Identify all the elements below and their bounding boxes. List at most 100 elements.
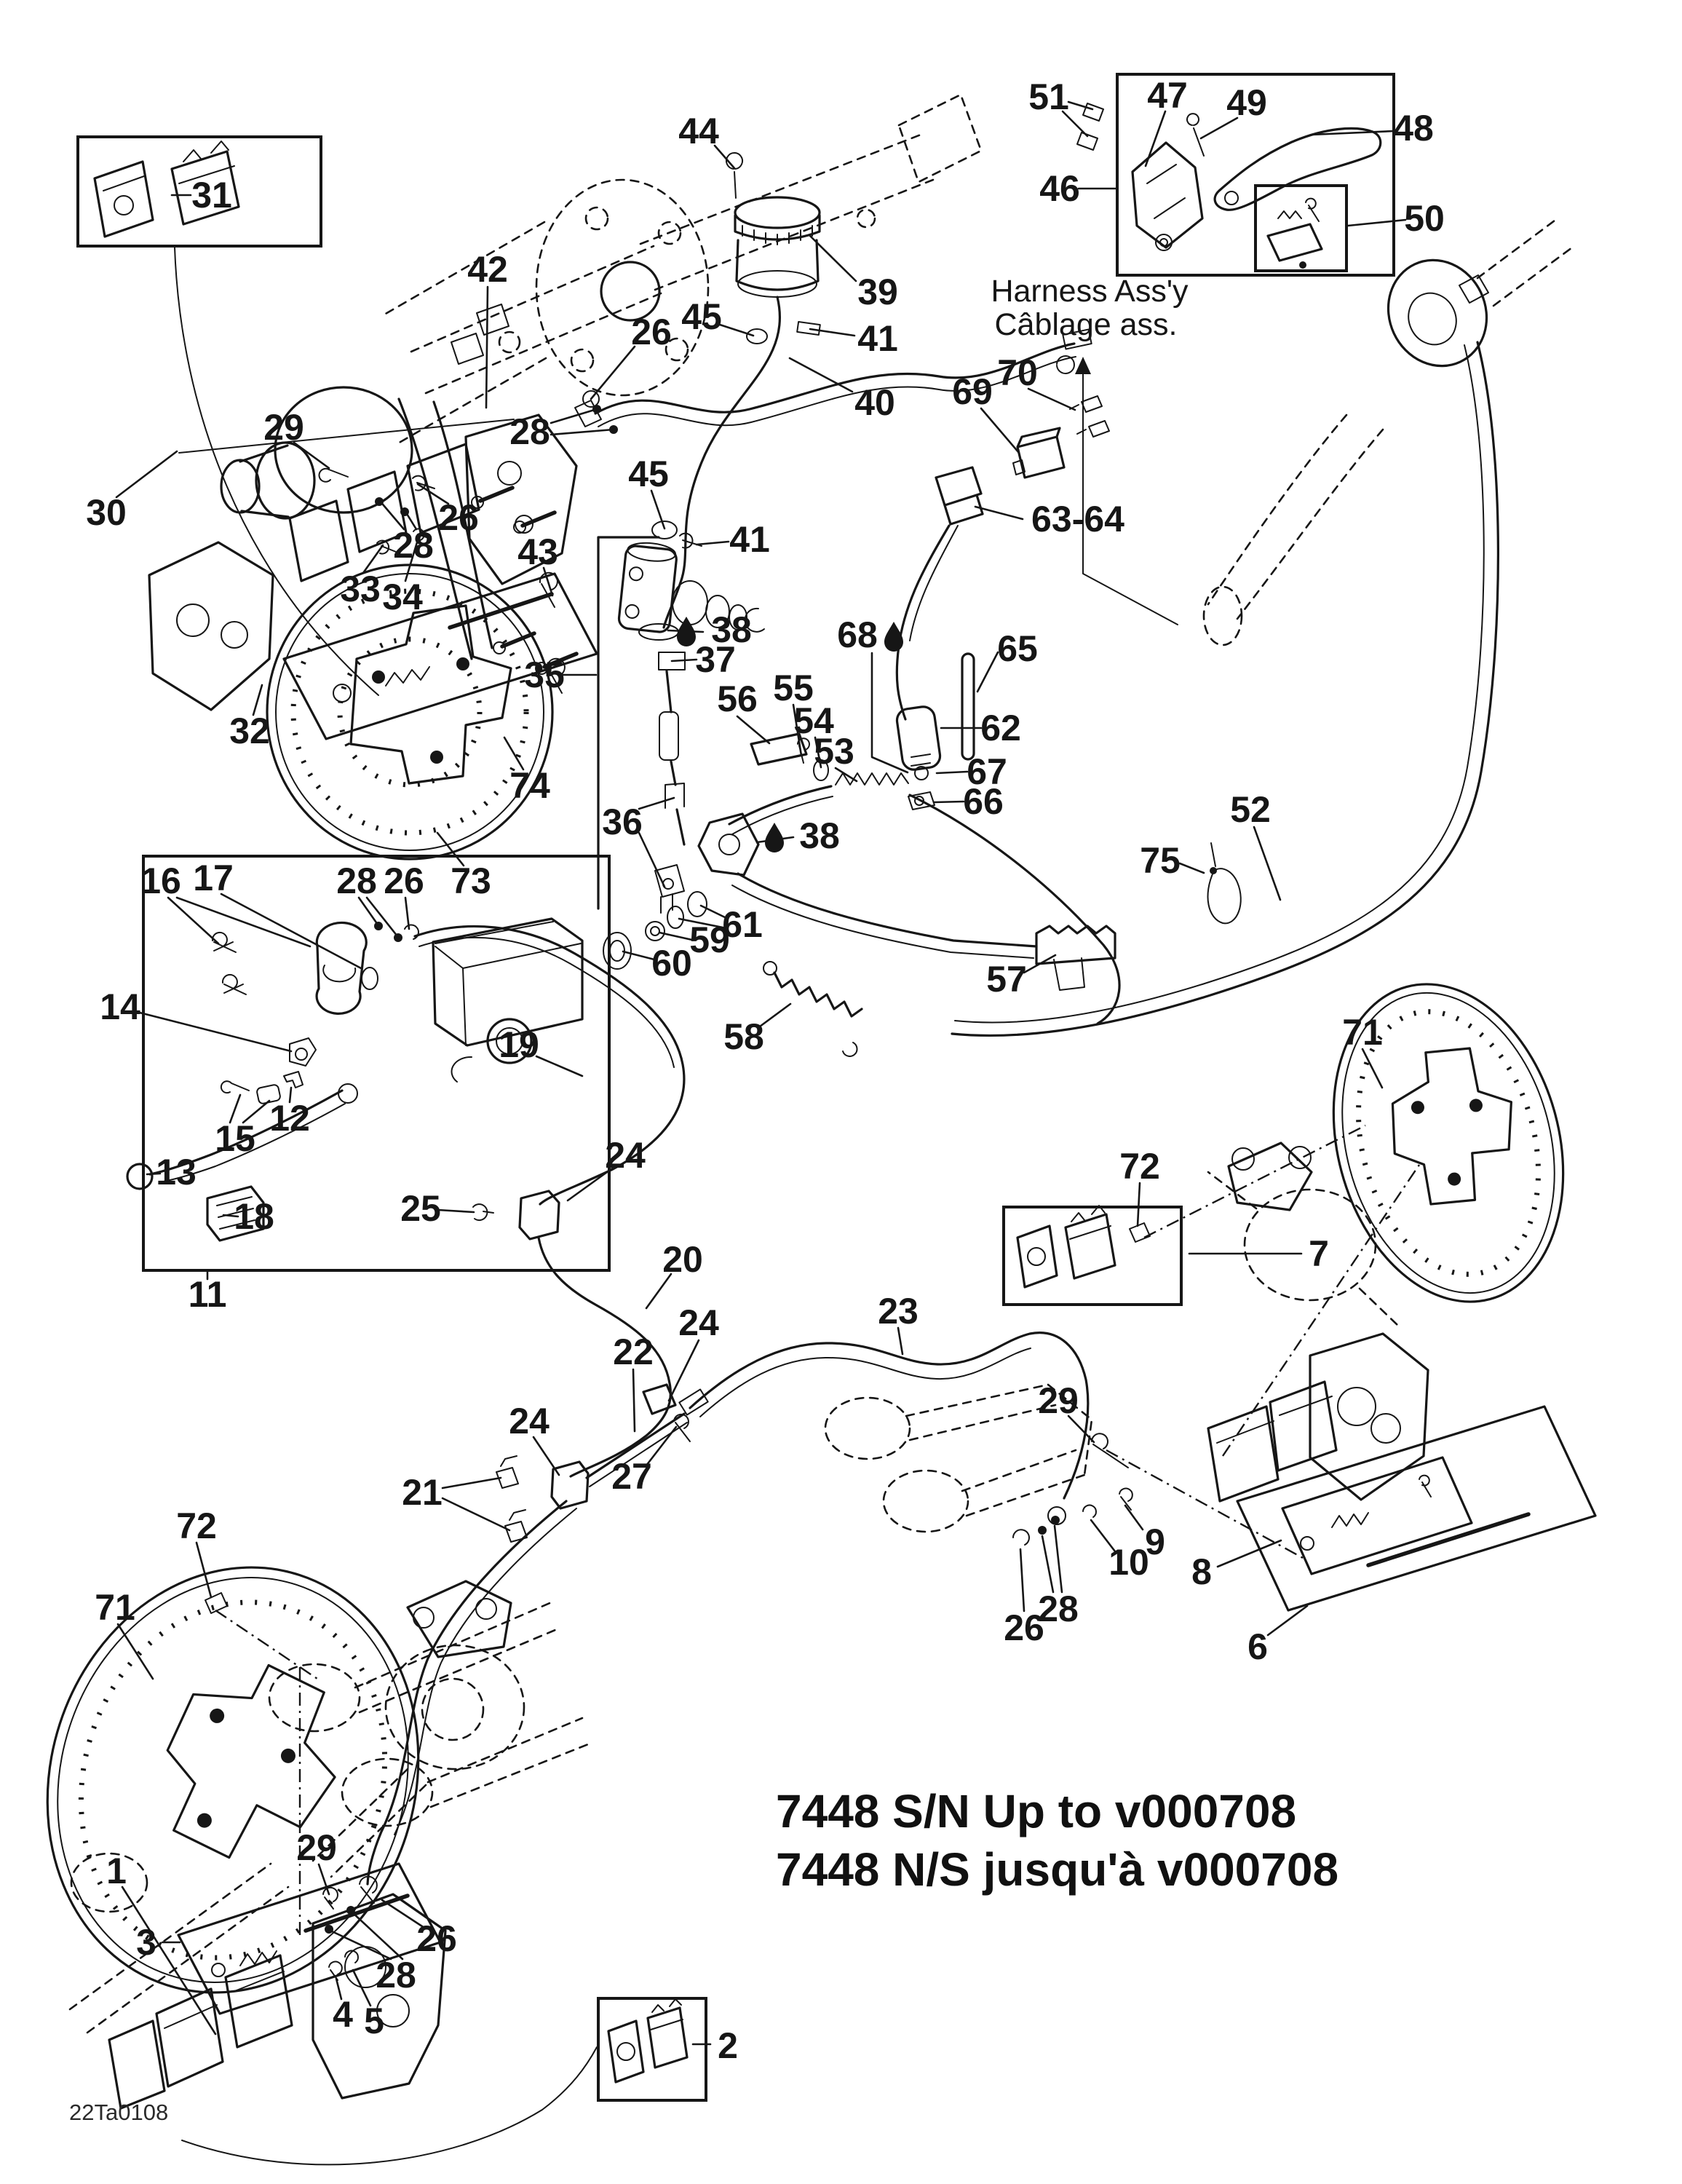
part-number-label: 50 [1404, 198, 1445, 239]
part-callout-27: 27 [611, 1425, 678, 1497]
part-callout-52: 52 [1230, 789, 1282, 901]
part-number-label: 28 [393, 525, 434, 566]
part-number-label: 26 [384, 860, 424, 901]
part-number-label: 41 [729, 519, 770, 560]
part-callout-23: 23 [878, 1291, 919, 1356]
part-number-label: 12 [269, 1098, 310, 1139]
lubricant-drop-icon [765, 823, 784, 852]
part-callout-21: 21 [402, 1472, 511, 1532]
part-callout-13: 13 [146, 1152, 197, 1192]
part-callout-55: 55 [773, 668, 814, 757]
part-number-label: 21 [402, 1472, 443, 1513]
part-number-label: 11 [189, 1274, 227, 1315]
handlebar-grip-and-cable [951, 217, 1574, 1037]
part-callout-59: 59 [658, 919, 730, 960]
part-number-label: 29 [1038, 1380, 1079, 1421]
part-number-label: 5 [364, 2001, 384, 2041]
part-number-label: 4 [333, 1994, 353, 2035]
part-callout-47: 47 [1144, 75, 1188, 167]
part-number-label: 69 [952, 371, 993, 412]
part-number-label: 30 [86, 492, 127, 533]
part-callout-29: 29 [1038, 1380, 1095, 1444]
part-callout-17: 17 [193, 858, 362, 970]
part-callout-41: 41 [809, 318, 898, 359]
part-number-label: 67 [967, 751, 1007, 792]
rear-wheel-group [1002, 983, 1597, 1612]
part-callout-68: 68 [837, 614, 909, 774]
inset-box-rear-pads-31 [76, 135, 379, 696]
part-number-label: 27 [611, 1456, 652, 1497]
part-number-label: 1 [106, 1851, 127, 1891]
part-callout-51: 51 [1028, 76, 1094, 138]
part-callout-6: 6 [1247, 1605, 1309, 1667]
part-number-label: 47 [1147, 75, 1188, 116]
part-number-label: 26 [1004, 1607, 1044, 1648]
part-number-label: 46 [1039, 168, 1080, 209]
part-number-label: 28 [1038, 1588, 1079, 1629]
part-number-label: 7 [1309, 1233, 1329, 1274]
part-number-label: 26 [416, 1918, 457, 1959]
part-callout-32: 32 [229, 684, 270, 751]
part-number-label: 40 [854, 382, 895, 423]
part-number-label: 28 [509, 411, 550, 452]
part-number-label: 37 [695, 639, 736, 680]
part-number-label: 62 [980, 708, 1021, 748]
part-callout-8: 8 [1191, 1539, 1282, 1592]
part-number-label: 25 [400, 1188, 441, 1229]
part-number-label: 60 [651, 943, 692, 984]
part-callout-46: 46 [1039, 168, 1117, 209]
part-callout-56: 56 [717, 678, 771, 745]
part-callout-19: 19 [499, 1024, 584, 1077]
part-callout-3: 3 [136, 1922, 181, 1963]
part-number-label: 43 [517, 531, 558, 572]
part-number-label: 19 [499, 1024, 539, 1065]
part-callout-38: 38 [755, 815, 840, 856]
part-number-label: 33 [340, 569, 381, 609]
part-number-label: 58 [723, 1016, 764, 1057]
part-number-label: 6 [1247, 1626, 1268, 1667]
part-callout-10: 10 [1090, 1519, 1149, 1583]
part-number-label: 63-64 [1031, 499, 1124, 539]
part-number-label: 55 [773, 668, 814, 708]
part-number-label: 48 [1393, 108, 1434, 149]
drawing-code: 22Ta0108 [69, 2100, 168, 2125]
part-number-label: 26 [631, 312, 672, 352]
brake-disc-73 [266, 486, 579, 860]
part-callout-44: 44 [678, 111, 736, 170]
part-number-label: 22 [613, 1332, 654, 1372]
part-number-label: 36 [602, 802, 643, 842]
part-callout-73: 73 [436, 831, 491, 901]
part-number-label: 24 [605, 1135, 646, 1176]
brake-lines [366, 925, 1090, 1886]
part-callout-36: 36 [602, 796, 675, 888]
part-number-label: 65 [997, 628, 1038, 669]
part-number-label: 42 [467, 249, 508, 290]
part-callout-26: 26 [381, 1899, 457, 1959]
part-callout-28: 28 [336, 860, 399, 938]
part-number-label: 73 [451, 860, 491, 901]
part-number-label: 31 [191, 175, 232, 215]
part-callout-28: 28 [329, 1910, 416, 1995]
part-callout-39: 39 [809, 234, 898, 312]
part-number-label: 71 [1342, 1012, 1383, 1053]
part-callout-40: 40 [788, 357, 895, 423]
part-callout-50: 50 [1346, 198, 1445, 239]
part-number-label: 72 [1119, 1146, 1160, 1187]
part-callout-41: 41 [695, 519, 770, 560]
front-wheel-group [46, 1566, 707, 2166]
part-callout-71: 71 [1342, 1012, 1384, 1089]
part-callout-43: 43 [517, 531, 558, 597]
part-number-label: 17 [193, 858, 234, 898]
part-number-label: 56 [717, 678, 758, 719]
part-callout-11: 11 [189, 1270, 227, 1315]
part-callout-26: 26 [416, 483, 479, 538]
part-callout-9: 9 [1124, 1504, 1165, 1562]
part-callout-54: 54 [793, 700, 834, 769]
part-callout-26: 26 [1004, 1548, 1044, 1648]
rear-master-cylinder-35 [539, 536, 765, 914]
part-number-label: 38 [799, 815, 840, 856]
part-callout-53: 53 [814, 731, 858, 783]
part-number-label: 20 [662, 1239, 703, 1280]
